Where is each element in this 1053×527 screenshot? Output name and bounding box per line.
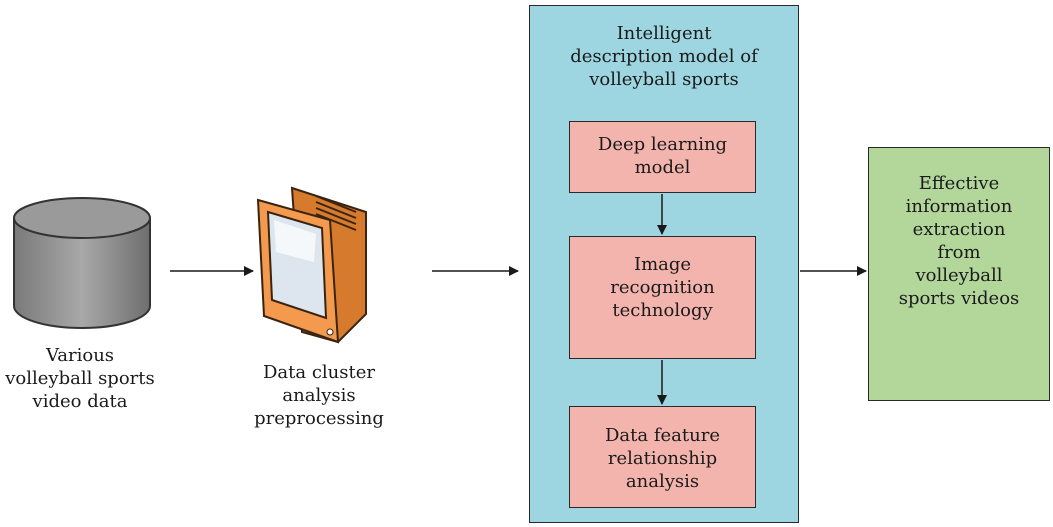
output-label: Effective information extraction from vo… xyxy=(898,173,1020,309)
step-data-feature-label: Data feature relationship analysis xyxy=(605,425,720,492)
monitor-icon xyxy=(256,186,367,344)
model-panel-title: Intelligent description model of volleyb… xyxy=(570,23,758,90)
output-box: Effective information extraction from vo… xyxy=(868,147,1050,401)
preprocess-label: Data cluster analysis preprocessing xyxy=(254,362,384,429)
database-icon xyxy=(13,197,151,329)
step-deep-learning: Deep learning model xyxy=(569,121,756,193)
step-image-recognition-label: Image recognition technology xyxy=(610,254,715,321)
step-data-feature: Data feature relationship analysis xyxy=(569,406,756,508)
source-label: Various volleyball sports video data xyxy=(5,345,155,412)
step-image-recognition: Image recognition technology xyxy=(569,236,756,359)
step-deep-learning-label: Deep learning model xyxy=(597,134,728,178)
